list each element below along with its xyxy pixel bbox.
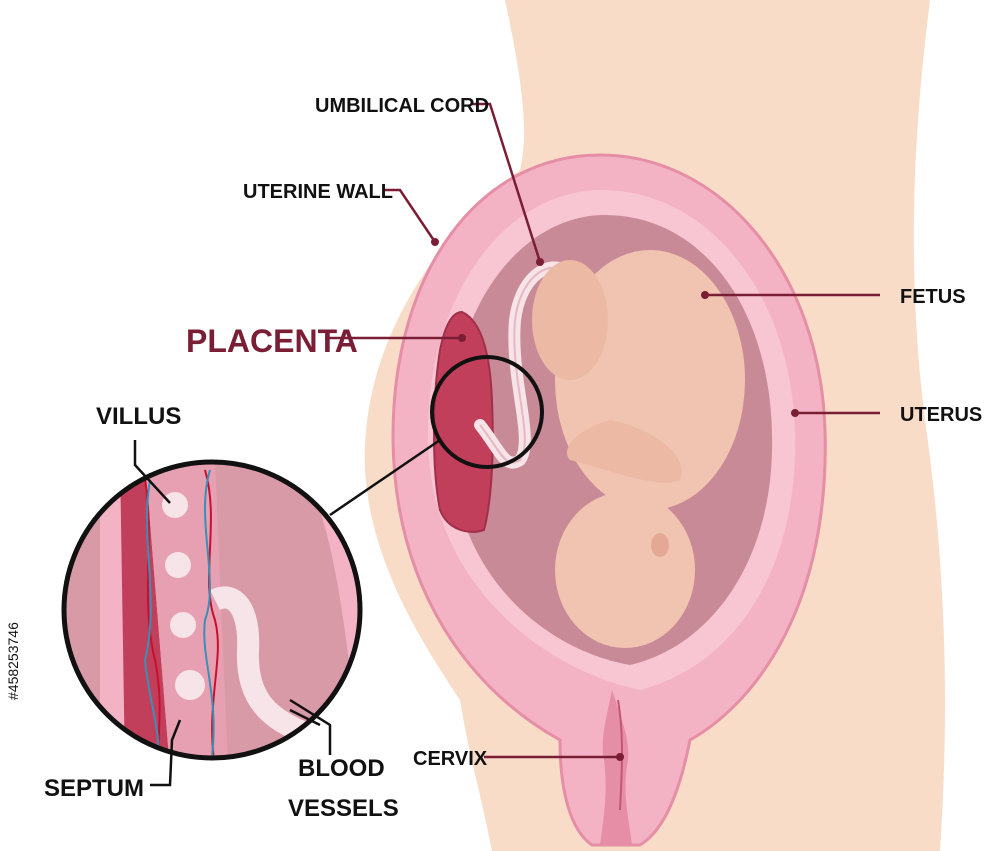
label-uterine-wall: UTERINE WALL (243, 181, 393, 203)
label-fetus: FETUS (900, 286, 966, 308)
label-blood-vessels-line1: BLOOD (298, 755, 385, 782)
stock-id: #458253746 (5, 622, 21, 700)
label-cervix: CERVIX (413, 748, 488, 770)
fetus-arm (566, 420, 682, 483)
magnifier-focus-circle (430, 355, 544, 469)
label-uterus: UTERUS (900, 404, 982, 426)
villus-zoom-inset (61, 459, 363, 761)
vein (143, 479, 160, 758)
fetus (532, 250, 745, 648)
cervix (600, 690, 632, 845)
label-umbilical-cord: UMBILICAL CORD (315, 95, 489, 117)
label-septum: SEPTUM (44, 775, 144, 802)
fetus-ear (651, 533, 669, 557)
zoom-circle-border (61, 459, 363, 761)
label-villus: VILLUS (96, 403, 181, 430)
label-blood-vessels-line2: VESSELS (288, 795, 399, 822)
villus (162, 492, 205, 700)
fetus-head (555, 492, 695, 648)
label-placenta: PLACENTA (186, 323, 358, 359)
fetus-legs (532, 260, 608, 380)
placenta (433, 310, 494, 533)
